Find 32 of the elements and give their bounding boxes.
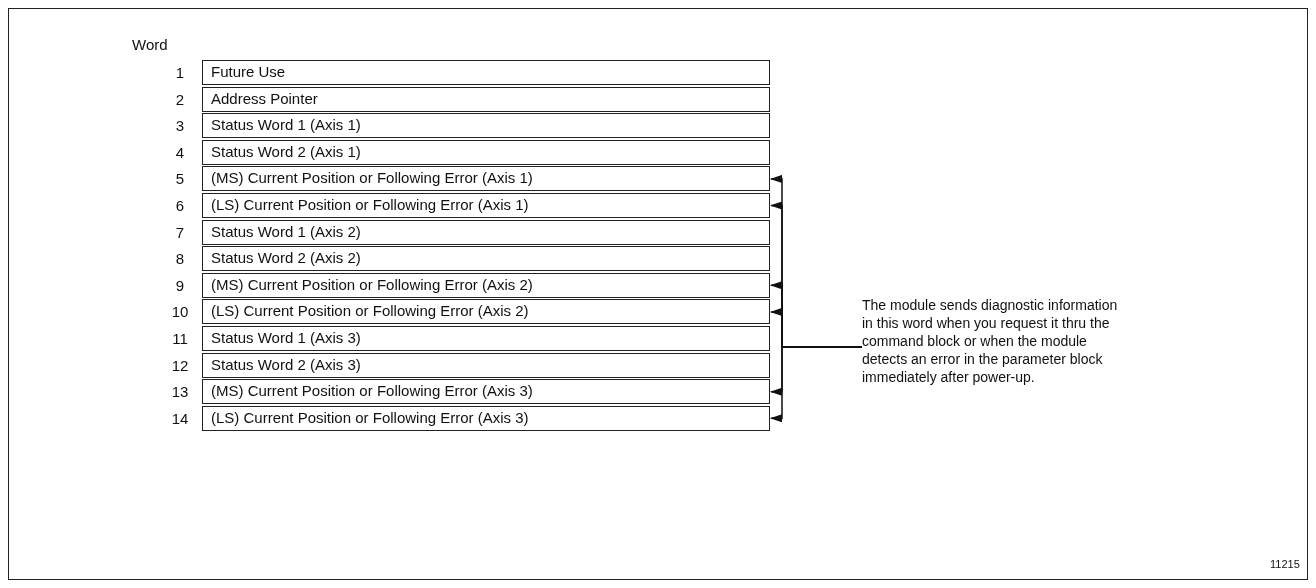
word-number: 13	[170, 382, 190, 403]
table-row: (LS) Current Position or Following Error (Axis 1)	[202, 193, 770, 218]
word-number: 10	[170, 302, 190, 323]
table-row: (LS) Current Position or Following Error (Axis 3)	[202, 405, 770, 431]
word-number: 14	[170, 408, 190, 429]
word-number: 3	[174, 116, 186, 137]
table-row: (MS) Current Position or Following Error (Axis 1)	[202, 166, 770, 192]
table-row: Status Word 1 (Axis 2)	[202, 219, 770, 245]
table-row: Status Word 2 (Axis 2)	[202, 246, 770, 272]
table-row: (MS) Current Position or Following Error (Axis 3)	[202, 379, 770, 405]
figure-number: 11215	[1270, 558, 1300, 570]
table-row: Status Word 1 (Axis 3)	[202, 326, 770, 351]
word-number: 9	[174, 275, 186, 296]
table-row: (MS) Current Position or Following Error (Axis 2)	[202, 272, 770, 298]
word-number: 12	[170, 355, 190, 376]
word-number: 6	[174, 196, 186, 216]
note-text: The module sends diagnostic information in this word when you request it thru the command block or when the module detects an error in the parameter block immediately after power-up.	[862, 296, 1122, 386]
word-number: 8	[174, 249, 186, 270]
column-heading: Word	[132, 36, 168, 53]
table-row: Status Word 1 (Axis 1)	[202, 113, 770, 139]
table-row: Status Word 2 (Axis 3)	[202, 352, 770, 378]
table-row: Future Use	[202, 60, 770, 85]
table-row: Status Word 2 (Axis 1)	[202, 139, 770, 165]
word-number: 2	[174, 89, 186, 110]
arrow	[770, 346, 863, 423]
word-number: 7	[174, 222, 186, 243]
word-number: 5	[174, 169, 186, 190]
word-number: 1	[174, 63, 186, 83]
table-row: Address Pointer	[202, 86, 770, 112]
table-row: (LS) Current Position or Following Error (Axis 2)	[202, 299, 770, 325]
word-number: 4	[174, 142, 186, 163]
word-number: 11	[171, 329, 189, 349]
